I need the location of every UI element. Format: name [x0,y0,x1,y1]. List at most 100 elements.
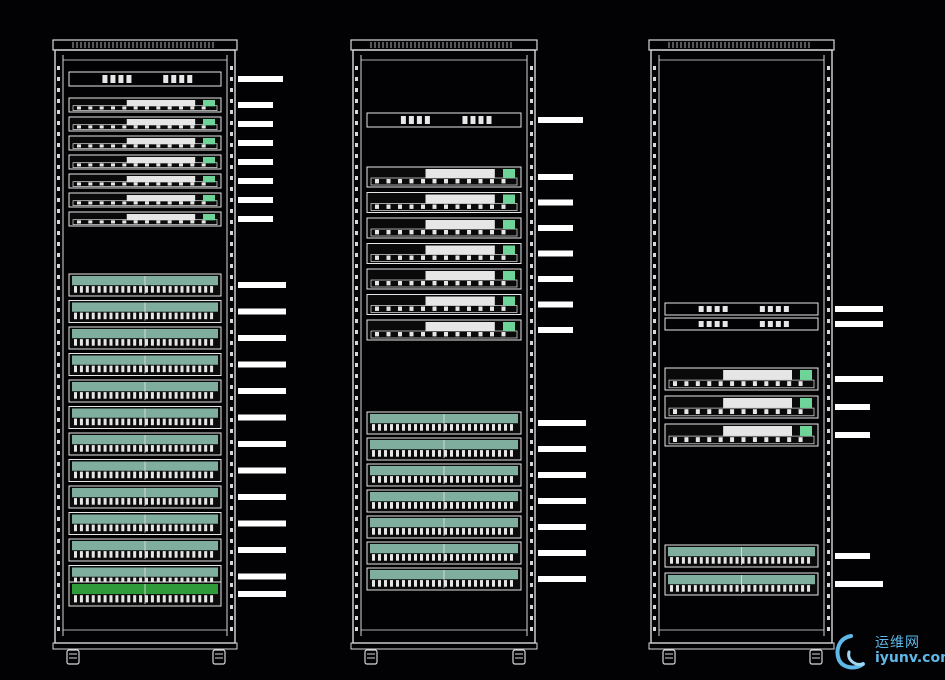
port [787,381,792,387]
outlet [163,75,169,83]
jack [498,528,501,535]
jack [79,365,83,373]
jack [97,551,101,558]
jack [198,595,202,603]
port [145,201,149,205]
rail-hole [827,187,830,191]
rail-hole [355,176,358,180]
jack [121,365,125,373]
port [730,437,735,443]
jack [186,498,190,505]
port [88,182,93,186]
port [752,409,757,415]
rail-hole [57,374,60,378]
jack [103,498,107,505]
port [764,437,769,443]
jack [127,524,131,532]
callout-label-bar [538,117,583,123]
jack [729,585,733,592]
rail-hole [230,506,233,510]
rail-hole [827,462,830,466]
rail-hole [530,572,533,576]
jack [198,312,202,320]
jack [162,365,166,373]
rail-hole [653,176,656,180]
jack [372,528,375,535]
jack [127,577,131,585]
drive-bay [425,220,495,229]
rail-hole [355,605,358,609]
jack [426,450,429,457]
rail-hole [530,396,533,400]
rail-hole [827,319,830,323]
port [111,182,115,186]
port [201,201,206,205]
jack [198,418,202,426]
jack [168,551,172,558]
rail-hole [653,429,656,433]
port [741,437,746,443]
jack [747,585,751,592]
jack [210,392,214,399]
jack [115,524,119,532]
port [478,204,483,209]
rail-hole [57,198,60,202]
port [145,163,149,167]
jack [198,445,202,452]
rail-hole [230,374,233,378]
port [398,230,402,235]
callout-label-bar [835,376,883,382]
jack [74,524,77,532]
jack [139,339,143,346]
jack [444,424,447,431]
jack [747,557,751,564]
jack [753,557,757,564]
callout-label-bar [538,498,586,504]
jack [486,476,489,483]
jack [139,445,143,452]
port [156,144,161,148]
rail-hole [530,407,533,411]
port [684,381,689,387]
jack [789,585,793,592]
jack [192,498,196,505]
jack [498,554,501,561]
rail-hole [530,275,533,279]
port-strip [370,228,518,237]
rail-hole [57,484,60,488]
port [684,409,689,415]
port [77,106,81,110]
rail-hole [230,220,233,224]
jack [133,392,137,399]
rail-hole [530,473,533,477]
jack [396,476,399,483]
jack [150,524,154,532]
jack [109,471,113,479]
rail-hole [355,341,358,345]
jack [150,577,154,585]
port [421,281,425,286]
rail-hole [57,550,60,554]
rail-hole [355,451,358,455]
port [467,255,471,260]
jack [204,339,208,346]
jack [456,502,459,509]
jack [139,286,143,293]
port [156,106,161,110]
jack [85,595,89,603]
rail-hole [653,99,656,103]
jack [384,580,387,587]
port [88,163,93,167]
rail-hole [230,242,233,246]
jack [109,498,113,505]
port [88,220,93,224]
jack [468,424,471,431]
outlet [714,321,720,327]
jack [162,286,166,293]
rail-hole [827,572,830,576]
jack [378,502,381,509]
rail-hole [355,517,358,521]
port [764,409,769,415]
jack [807,585,811,592]
jack [789,557,793,564]
